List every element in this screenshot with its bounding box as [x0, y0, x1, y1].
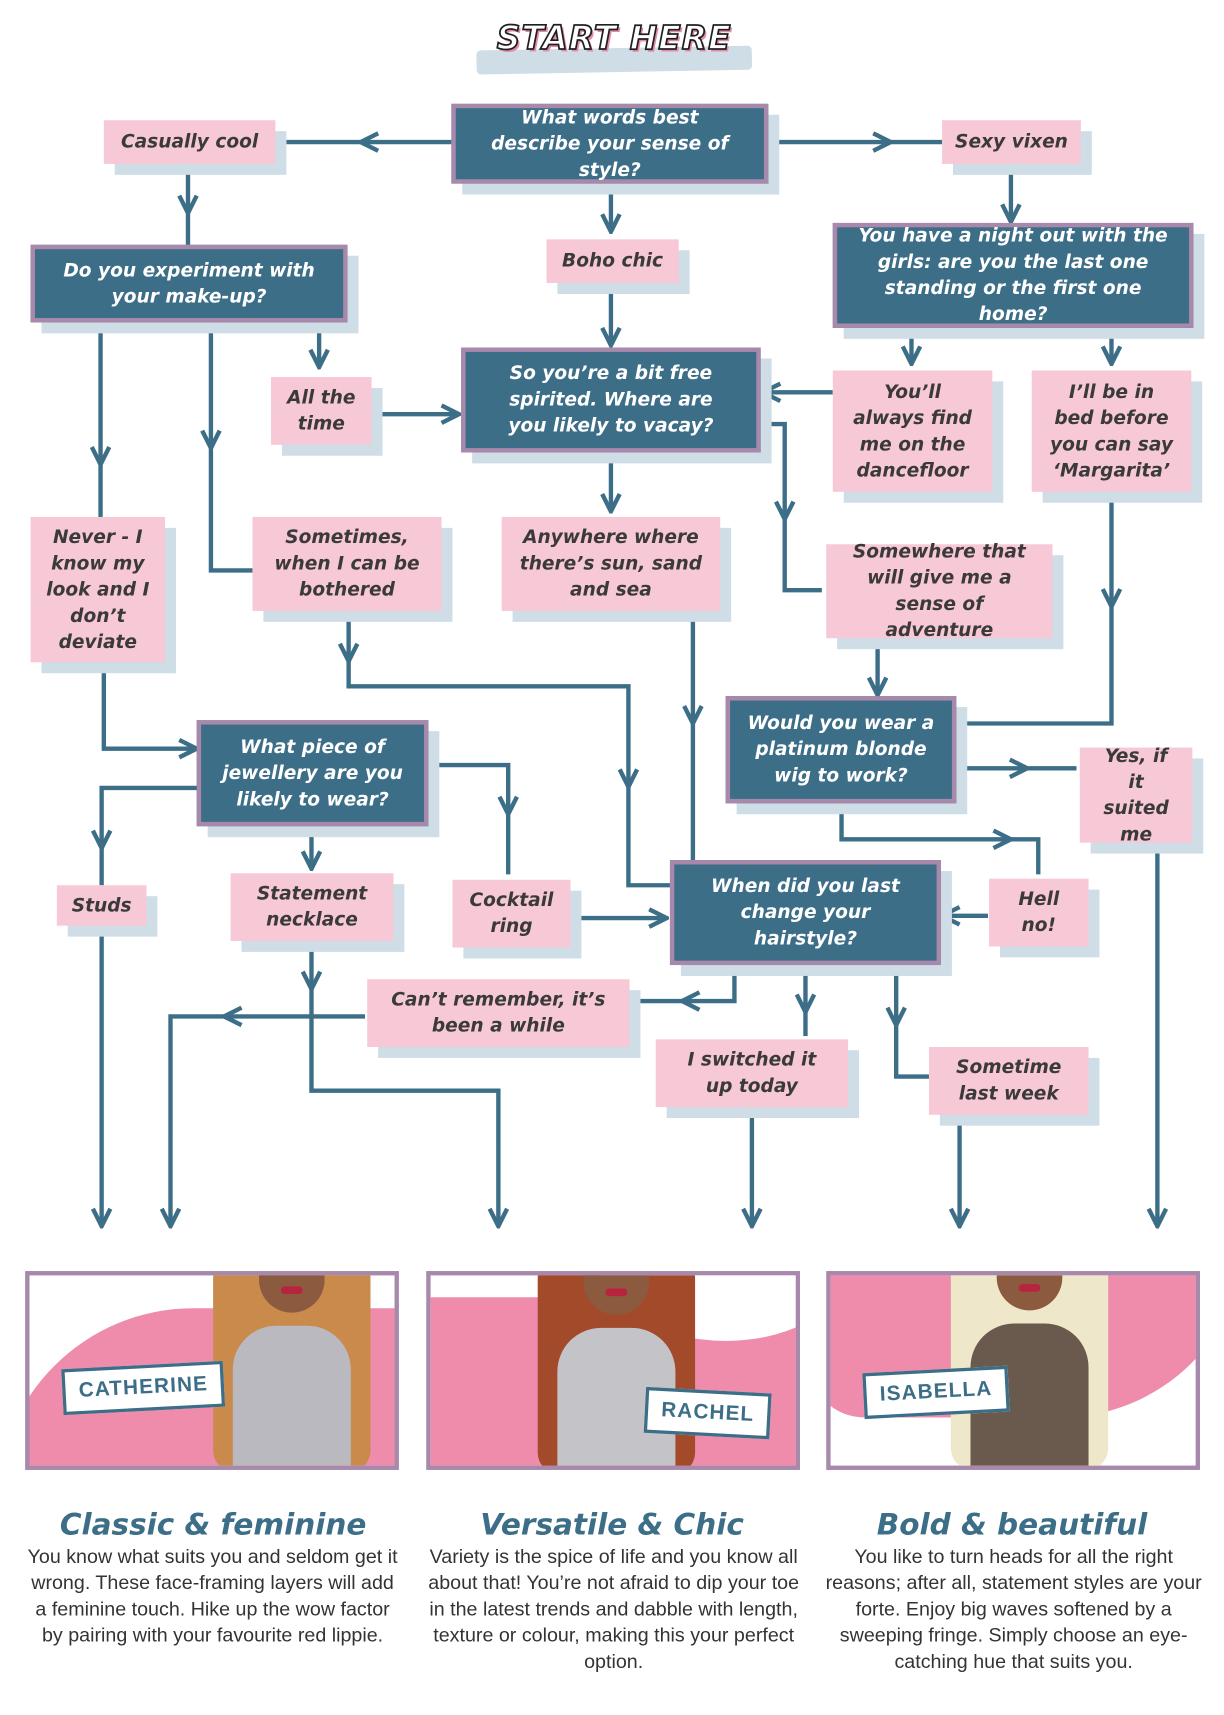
model-rachel: [529, 1275, 704, 1466]
answer-switched-today: I switched it up today: [655, 1039, 849, 1108]
answer-casually-cool: Casually cool: [103, 120, 276, 164]
result-title-classic: Classic & feminine: [59, 1508, 367, 1543]
name-tag-isabella: ISABELLA: [862, 1365, 1010, 1420]
page-title: START HERE: [496, 19, 732, 59]
model-catherine: [204, 1275, 379, 1466]
start-here-banner: START HERE: [476, 19, 753, 75]
question-night-out: You have a night out with the girls: are…: [832, 222, 1194, 328]
result-text-classic: You know what suits you and seldom get i…: [27, 1545, 398, 1646]
answer-last-week: Sometime last week: [928, 1046, 1089, 1115]
question-wig: Would you wear a platinum blonde wig to …: [725, 696, 957, 804]
question-vacay: So you’re a bit free spirited. Where are…: [461, 347, 761, 453]
question-hairstyle: When did you last change your hairstyle?: [669, 860, 941, 966]
name-tag-catherine: CATHERINE: [61, 1360, 226, 1416]
answer-yes-suited: Yes, if it suited me: [1079, 745, 1193, 845]
answer-anywhere-sun: Anywhere where there’s sun, sand and sea: [501, 516, 721, 611]
answer-never-deviate: Never - I know my look and I don’t devia…: [30, 516, 166, 663]
question-jewellery: What piece of jewellery are you likely t…: [196, 720, 429, 827]
result-text-versatile: Variety is the spice of life and you kno…: [428, 1545, 800, 1673]
lips: [280, 1286, 303, 1294]
result-card-isabella: ISABELLA: [826, 1271, 1201, 1470]
answer-hell-no: Hell no!: [989, 878, 1089, 947]
answer-sexy-vixen: Sexy vixen: [942, 120, 1081, 164]
answer-sometimes: Sometimes, when I can be bothered: [252, 516, 442, 611]
connector-lines: [0, 0, 1224, 1268]
result-title-bold: Bold & beautiful: [876, 1508, 1148, 1543]
answer-studs: Studs: [56, 885, 147, 926]
name-tag-rachel: RACHEL: [643, 1386, 772, 1440]
result-card-rachel: RACHEL: [426, 1271, 801, 1470]
answer-cant-remember: Can’t remember, it’s been a while: [367, 979, 630, 1047]
answer-statement-necklace: Statement necklace: [230, 873, 394, 941]
result-text-bold: You like to turn heads for all the right…: [825, 1545, 1202, 1673]
lips: [1018, 1284, 1041, 1292]
answer-dancefloor: You’ll always find me on the dancefloor: [832, 370, 993, 492]
model-isabella: [942, 1275, 1117, 1466]
answer-adventure: Somewhere that will give me a sense of a…: [826, 541, 1053, 642]
result-card-catherine: CATHERINE: [25, 1271, 399, 1470]
question-style: What words best describe your sense of s…: [451, 103, 769, 184]
answer-cocktail-ring: Cocktail ring: [452, 879, 571, 948]
silver-top: [232, 1325, 351, 1466]
answer-bed-margarita: I’ll be in bed before you can say ‘Marga…: [1031, 370, 1192, 492]
question-makeup: Do you experiment with your make-up?: [30, 244, 348, 323]
answer-all-the-time: All the time: [271, 377, 372, 445]
answer-boho-chic: Boho chic: [546, 239, 679, 284]
lips: [605, 1288, 628, 1297]
result-title-versatile: Versatile & Chic: [480, 1508, 744, 1543]
